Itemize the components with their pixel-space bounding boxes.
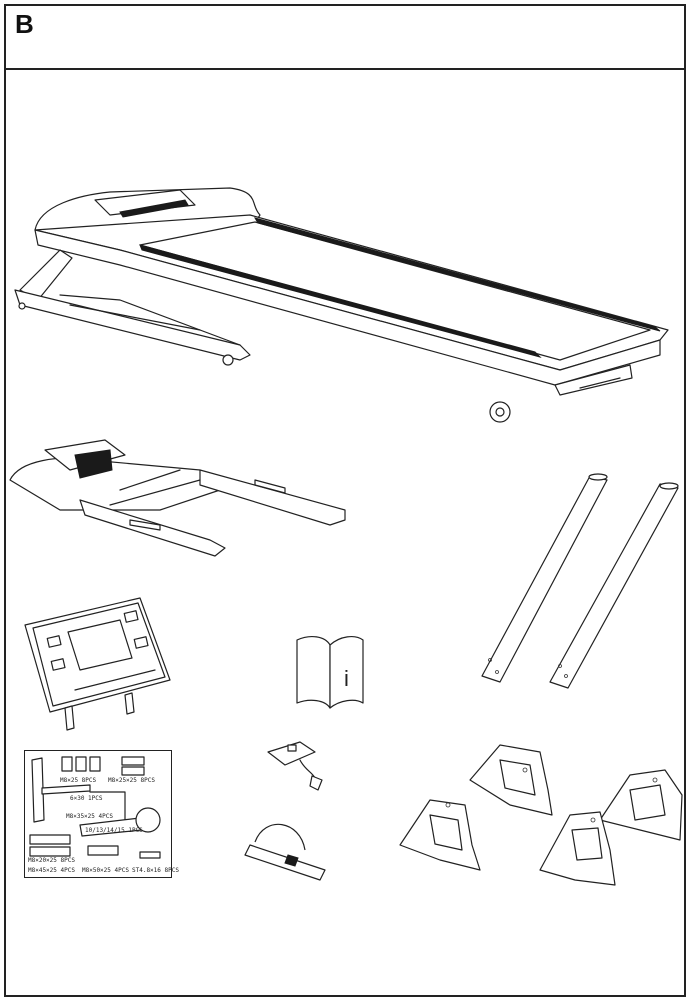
manual-book-icon: i xyxy=(296,635,364,709)
kit-label-8: M8×20×25 8PCS xyxy=(28,857,75,864)
kit-label-7: ST4.8×16 8PCS xyxy=(132,867,179,874)
section-letter: B xyxy=(15,9,34,39)
side-cover-3 xyxy=(599,769,683,841)
upright-pole-right xyxy=(549,482,679,689)
kit-label-9: 10/13/14/15 1PCS xyxy=(85,827,143,834)
kit-label-5: M8×45×25 4PCS xyxy=(28,867,75,874)
safety-key xyxy=(267,741,323,791)
kit-label-3: 6×30 1PCS xyxy=(70,795,103,802)
kit-label-2: M8×25×25 8PCS xyxy=(108,777,155,784)
kit-label-4: M8×35×25 4PCS xyxy=(66,813,113,820)
manual-info-glyph: i xyxy=(344,666,349,691)
kit-label-1: M8×25 8PCS xyxy=(60,777,97,784)
section-header: B xyxy=(4,4,686,70)
console-frame xyxy=(9,439,346,557)
console-panel xyxy=(24,597,171,731)
lubricant-tube xyxy=(244,823,326,881)
side-cover-4 xyxy=(539,811,616,886)
upright-pole-left xyxy=(481,473,608,683)
treadmill-deck xyxy=(14,187,669,423)
side-cover-1 xyxy=(469,744,553,816)
side-cover-2 xyxy=(399,799,481,871)
kit-label-6: M8×50×25 4PCS xyxy=(82,867,129,874)
hardware-kit xyxy=(29,756,161,859)
